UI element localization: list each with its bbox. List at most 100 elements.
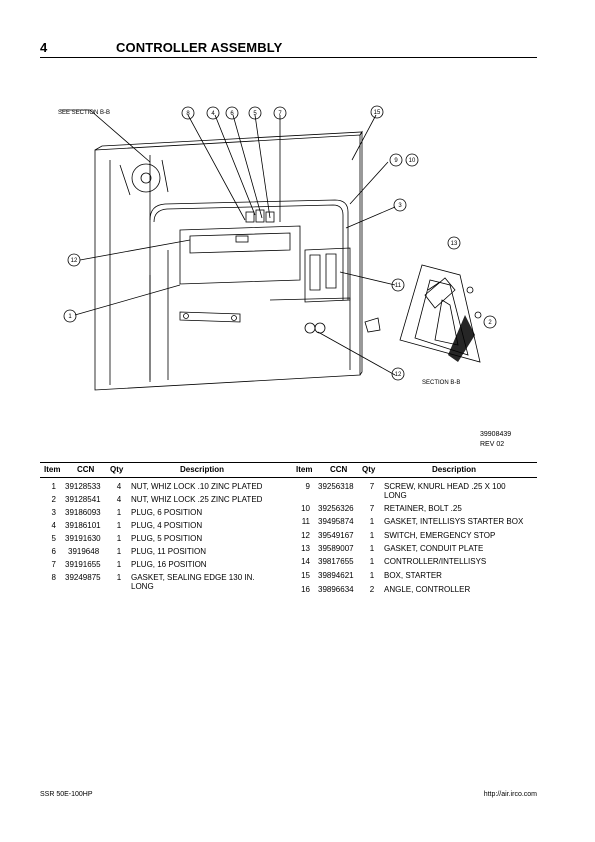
description-continued: LONG <box>131 582 154 591</box>
description: PLUG, 6 POSITION <box>131 508 203 517</box>
item-number: 4 <box>51 521 56 530</box>
ccn: 39549167 <box>318 531 354 540</box>
qty: 1 <box>369 557 375 566</box>
ccn: 3919648 <box>68 547 100 556</box>
callout-3: 3 <box>398 203 402 209</box>
callout-4: 4 <box>211 111 215 117</box>
qty: 1 <box>116 521 122 530</box>
ccn: 39256326 <box>318 504 354 513</box>
ccn: 39249875 <box>65 573 101 582</box>
item-number: 13 <box>301 544 310 553</box>
qty: 1 <box>116 573 122 582</box>
description: GASKET, CONDUIT PLATE <box>384 544 484 553</box>
description: CONTROLLER/INTELLISYS <box>384 557 487 566</box>
callout-5: 5 <box>253 111 257 117</box>
item-number: 9 <box>305 482 310 491</box>
description: ANGLE, CONTROLLER <box>384 585 471 594</box>
item-number: 6 <box>51 547 56 556</box>
ccn: 39128541 <box>65 495 101 504</box>
qty: 1 <box>369 517 375 526</box>
qty: 4 <box>116 482 122 491</box>
description: NUT, WHIZ LOCK .10 ZINC PLATED <box>131 482 263 491</box>
header-qty-left: Qty <box>110 465 124 474</box>
ccn: 39186101 <box>65 521 101 530</box>
footer-url[interactable]: http://air.irco.com <box>483 791 537 798</box>
ccn: 39495874 <box>318 517 354 526</box>
description: PLUG, 11 POSITION <box>131 547 206 556</box>
item-number: 10 <box>301 504 310 513</box>
ccn: 39191630 <box>65 534 101 543</box>
header-description-left: Description <box>180 465 225 474</box>
callout-8: 8 <box>186 111 190 117</box>
callout-15: 15 <box>374 110 381 116</box>
qty: 7 <box>369 482 375 491</box>
item-number: 16 <box>301 585 310 594</box>
see-section-label: SEE SECTION B-B <box>58 110 110 116</box>
callout-6: 6 <box>230 111 234 117</box>
callout-11: 11 <box>395 283 402 289</box>
qty: 1 <box>116 534 122 543</box>
qty: 1 <box>369 544 375 553</box>
qty: 1 <box>116 508 122 517</box>
callout-9: 9 <box>394 158 398 164</box>
qty: 1 <box>369 571 375 580</box>
revision: REV 02 <box>480 441 505 448</box>
ccn: 39817655 <box>318 557 354 566</box>
qty: 1 <box>369 531 375 540</box>
description: SCREW, KNURL HEAD .25 X 100 <box>384 482 506 491</box>
item-number: 12 <box>301 531 310 540</box>
section-label: SECTION B-B <box>422 380 460 386</box>
footer-model: SSR 50E-100HP <box>40 791 93 798</box>
header-rule <box>40 57 537 58</box>
description: RETAINER, BOLT .25 <box>384 504 462 513</box>
item-number: 8 <box>51 573 56 582</box>
qty: 2 <box>369 585 375 594</box>
description: PLUG, 16 POSITION <box>131 560 207 569</box>
callout-2: 2 <box>488 320 492 326</box>
section-title: CONTROLLER ASSEMBLY <box>116 40 283 55</box>
ccn: 39589007 <box>318 544 354 553</box>
description: GASKET, SEALING EDGE 130 IN. <box>131 573 255 582</box>
item-number: 14 <box>301 557 310 566</box>
qty: 1 <box>116 547 122 556</box>
callout-12b: 12 <box>395 372 402 378</box>
item-number: 7 <box>51 560 56 569</box>
item-number: 11 <box>301 517 310 526</box>
description: BOX, STARTER <box>384 571 442 580</box>
header-qty-right: Qty <box>362 465 376 474</box>
drawing-number: 39908439 <box>480 431 512 438</box>
description: GASKET, INTELLISYS STARTER BOX <box>384 517 524 526</box>
item-number: 2 <box>51 495 56 504</box>
controller-assembly-drawing: 8 4 6 5 7 15 9 10 3 12 1 11 12 13 2 SEE … <box>58 105 497 391</box>
item-number: 5 <box>51 534 56 543</box>
ccn: 39186093 <box>65 508 101 517</box>
qty: 1 <box>116 560 122 569</box>
ccn: 39191655 <box>65 560 101 569</box>
description: SWITCH, EMERGENCY STOP <box>384 531 496 540</box>
description-continued: LONG <box>384 491 407 500</box>
callout-7: 7 <box>278 111 282 117</box>
header-description-right: Description <box>432 465 477 474</box>
ccn: 39894621 <box>318 571 354 580</box>
qty: 4 <box>116 495 122 504</box>
ccn: 39256318 <box>318 482 354 491</box>
ccn: 39128533 <box>65 482 101 491</box>
description: PLUG, 4 POSITION <box>131 521 203 530</box>
callout-1: 1 <box>68 314 72 320</box>
item-number: 15 <box>301 571 310 580</box>
header-item-left: Item <box>44 465 61 474</box>
drawing-reference: 39908439 REV 02 <box>480 430 511 450</box>
qty: 7 <box>369 504 375 513</box>
callout-13: 13 <box>451 241 458 247</box>
ccn: 39896634 <box>318 585 354 594</box>
section-number: 4 <box>40 40 48 55</box>
section-header: 4 CONTROLLER ASSEMBLY <box>40 40 537 60</box>
callout-12: 12 <box>71 258 78 264</box>
description: NUT, WHIZ LOCK .25 ZINC PLATED <box>131 495 263 504</box>
header-item-right: Item <box>296 465 313 474</box>
item-number: 1 <box>51 482 56 491</box>
callout-10: 10 <box>409 158 416 164</box>
item-number: 3 <box>51 508 56 517</box>
header-ccn-left: CCN <box>77 465 95 474</box>
